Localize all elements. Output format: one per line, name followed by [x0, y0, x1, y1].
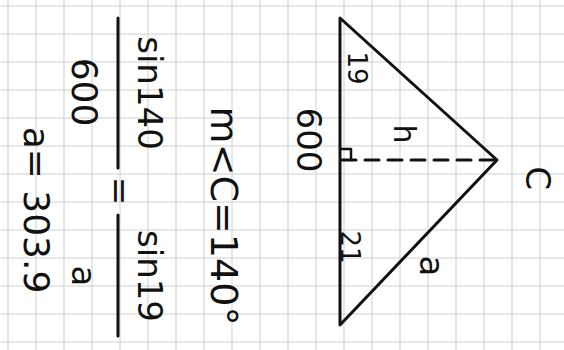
right-angle-mark — [340, 149, 351, 160]
angle-label: 19 — [344, 51, 370, 84]
altitude-line — [342, 159, 495, 162]
equals-sign: = — [103, 177, 137, 206]
side-length: 600 — [292, 108, 326, 173]
numerator: sin19 — [133, 230, 167, 322]
denominator: a — [67, 266, 101, 287]
numerator: sin140 — [133, 36, 167, 150]
result: a= 303.9 — [18, 127, 54, 294]
angle-measure: m<C=140° — [205, 107, 243, 326]
triangle — [340, 18, 497, 325]
fraction-bar — [117, 215, 120, 336]
denominator: 600 — [66, 58, 102, 127]
fraction-bar — [117, 18, 120, 168]
angle-label: 21 — [337, 230, 363, 263]
side-label: a — [415, 256, 449, 277]
altitude-label: h — [389, 124, 419, 143]
vertex-label: C — [521, 166, 555, 190]
